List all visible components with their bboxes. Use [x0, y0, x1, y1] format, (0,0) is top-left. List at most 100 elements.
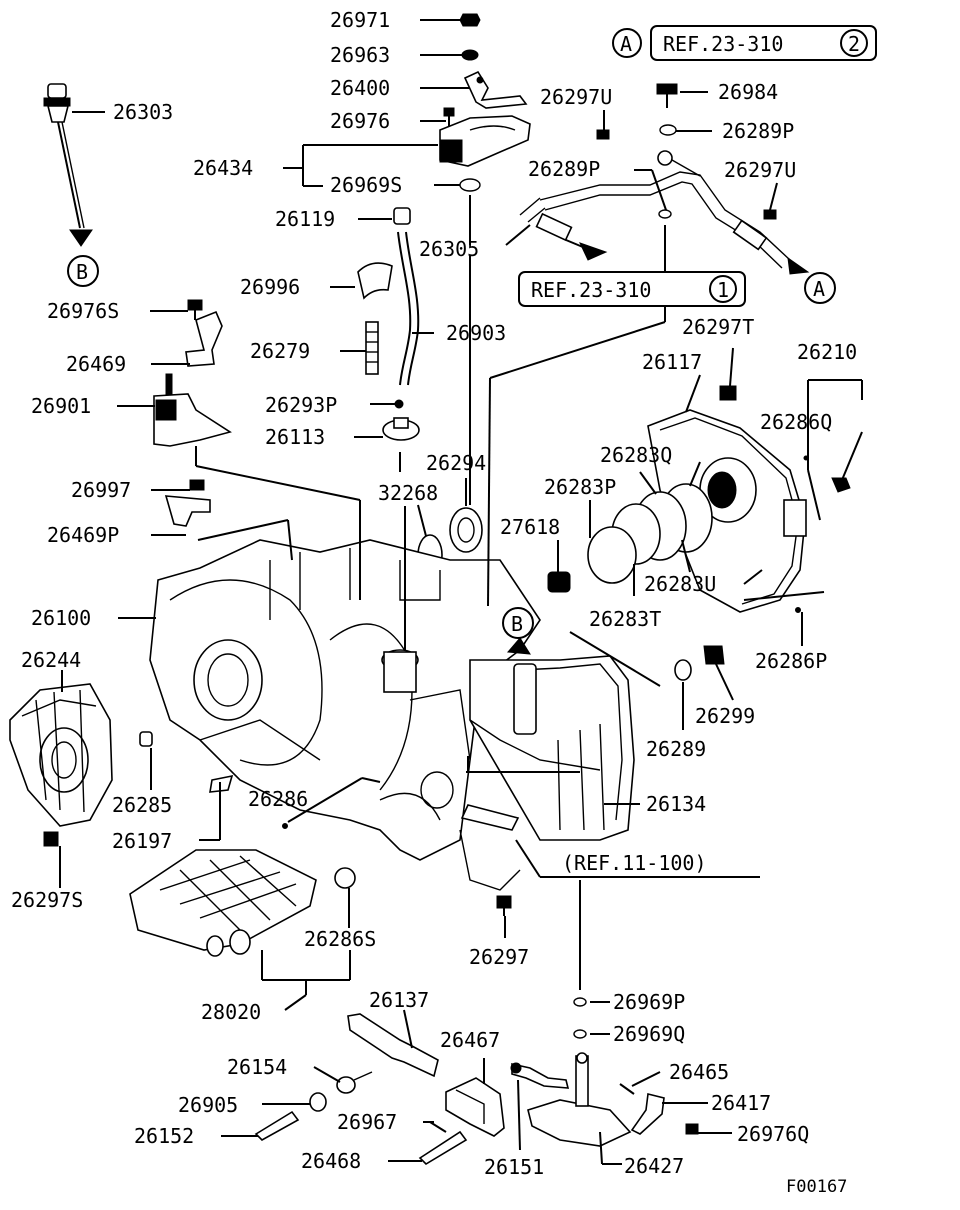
- oring-26969P: [573, 997, 587, 1007]
- label-26100[interactable]: 26100: [31, 606, 91, 630]
- oring-26969Q: [573, 1029, 587, 1039]
- label-26210[interactable]: 26210: [797, 340, 857, 364]
- pump-26210: [647, 409, 807, 613]
- housing-26244: [9, 683, 113, 827]
- plug-26119: [393, 207, 411, 225]
- label-26467[interactable]: 26467: [440, 1028, 500, 1052]
- label-26289[interactable]: 26289: [646, 737, 706, 761]
- label-26468[interactable]: 26468: [301, 1149, 361, 1173]
- label-26285[interactable]: 26285: [112, 793, 172, 817]
- label-26293P[interactable]: 26293P: [265, 393, 337, 417]
- label-26299[interactable]: 26299: [695, 704, 755, 728]
- label-26969Q[interactable]: 26969Q: [613, 1022, 685, 1046]
- label-26283P[interactable]: 26283P: [544, 475, 616, 499]
- bolt-26297S: [43, 831, 59, 847]
- ref-bottom-label[interactable]: (REF.11-100): [562, 851, 707, 875]
- label-26417[interactable]: 26417: [711, 1091, 771, 1115]
- bolt-26299: [703, 645, 725, 665]
- bracket-26469: [185, 310, 223, 367]
- label-26286P[interactable]: 26286P: [755, 649, 827, 673]
- label-26154[interactable]: 26154: [227, 1055, 287, 1079]
- arrow-to-a-right: [787, 256, 810, 275]
- ref-box-mid[interactable]: REF.23-310 1: [518, 271, 746, 307]
- label-26434[interactable]: 26434: [193, 156, 253, 180]
- label-26969S[interactable]: 26969S: [330, 173, 402, 197]
- ref-box-top-label: REF.23-310: [663, 32, 783, 56]
- label-26283T[interactable]: 26283T: [589, 607, 661, 631]
- label-26996[interactable]: 26996: [240, 275, 300, 299]
- label-26967[interactable]: 26967: [337, 1110, 397, 1134]
- label-26283Q[interactable]: 26283Q: [600, 443, 672, 467]
- ref-box-mid-num: 1: [717, 278, 729, 302]
- label-26244[interactable]: 26244: [21, 648, 81, 672]
- label-26137[interactable]: 26137: [369, 988, 429, 1012]
- label-26903[interactable]: 26903: [446, 321, 506, 345]
- label-26286[interactable]: 26286: [248, 787, 308, 811]
- part-labels: 26971 26963 26400 26976 26434 26969S 263…: [11, 8, 857, 1197]
- label-26119[interactable]: 26119: [275, 207, 335, 231]
- oil-pipes: [519, 150, 791, 269]
- label-26297U-right[interactable]: 26297U: [724, 158, 796, 182]
- label-26971[interactable]: 26971: [330, 8, 390, 32]
- pin-26286: [282, 823, 288, 829]
- label-26286Q[interactable]: 26286Q: [760, 410, 832, 434]
- label-26976[interactable]: 26976: [330, 109, 390, 133]
- label-26279[interactable]: 26279: [250, 339, 310, 363]
- label-26197[interactable]: 26197: [112, 829, 172, 853]
- marker-b-circle-left: B: [67, 255, 99, 287]
- label-26297[interactable]: 26297: [469, 945, 529, 969]
- leader-lines: [59, 19, 863, 1165]
- label-26969P[interactable]: 26969P: [613, 990, 685, 1014]
- oring-26969S: [459, 178, 481, 192]
- label-26305[interactable]: 26305: [419, 237, 479, 261]
- label-26294[interactable]: 26294: [426, 451, 486, 475]
- sensor-26901: [153, 373, 232, 447]
- ref-box-top-num: 2: [848, 32, 860, 56]
- marker-a-label-right: A: [813, 277, 825, 301]
- label-26286S[interactable]: 26286S: [304, 927, 376, 951]
- label-26905[interactable]: 26905: [178, 1093, 238, 1117]
- bolt-26279: [365, 321, 379, 375]
- label-26152[interactable]: 26152: [134, 1124, 194, 1148]
- label-27618[interactable]: 27618: [500, 515, 560, 539]
- label-26297U-top[interactable]: 26297U: [540, 85, 612, 109]
- arrow-to-a-left: [565, 239, 608, 261]
- label-26400[interactable]: 26400: [330, 76, 390, 100]
- label-26997[interactable]: 26997: [71, 478, 131, 502]
- label-26289P-mid[interactable]: 26289P: [528, 157, 600, 181]
- label-26465[interactable]: 26465: [669, 1060, 729, 1084]
- bracket-26469P: [164, 495, 211, 527]
- strainer-28020: [129, 849, 317, 957]
- ref-box-top[interactable]: REF.23-310 2: [650, 25, 877, 61]
- label-26963[interactable]: 26963: [330, 43, 390, 67]
- label-26297S[interactable]: 26297S: [11, 888, 83, 912]
- label-28020[interactable]: 28020: [201, 1000, 261, 1024]
- label-26283U[interactable]: 26283U: [644, 572, 716, 596]
- label-26117[interactable]: 26117: [642, 350, 702, 374]
- label-26469[interactable]: 26469: [66, 352, 126, 376]
- marker-b-label-left: B: [76, 260, 88, 284]
- pipe-26134-stub: [460, 804, 520, 831]
- label-26289P-top[interactable]: 26289P: [722, 119, 794, 143]
- label-26151[interactable]: 26151: [484, 1155, 544, 1179]
- marker-a-label-top: A: [620, 32, 632, 56]
- washer-26293P: [394, 399, 404, 409]
- bolt-26976Q: [685, 1123, 699, 1135]
- rod-26151: [510, 1062, 570, 1089]
- label-26469P[interactable]: 26469P: [47, 523, 119, 547]
- washer-26963: [461, 49, 479, 61]
- label-32268[interactable]: 32268: [378, 481, 438, 505]
- label-26976S[interactable]: 26976S: [47, 299, 119, 323]
- label-26427[interactable]: 26427: [624, 1154, 684, 1178]
- label-26901[interactable]: 26901: [31, 394, 91, 418]
- pin-26468: [418, 1130, 468, 1166]
- label-26976Q[interactable]: 26976Q: [737, 1122, 809, 1146]
- label-26303[interactable]: 26303: [113, 100, 173, 124]
- oring-26286S: [334, 867, 356, 889]
- label-26113[interactable]: 26113: [265, 425, 325, 449]
- label-26297T[interactable]: 26297T: [682, 315, 754, 339]
- label-26984[interactable]: 26984: [718, 80, 778, 104]
- filter-26113: [382, 417, 420, 441]
- label-26134[interactable]: 26134: [646, 792, 706, 816]
